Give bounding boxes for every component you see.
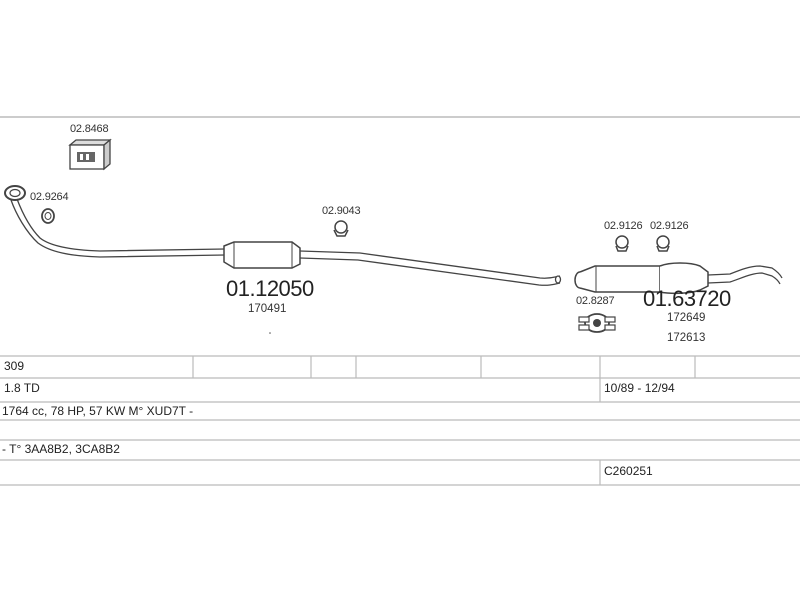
rear-silencer-ref-1: 172649 [667, 312, 706, 324]
middle-silencer-icon [223, 241, 301, 269]
info-table-grid [0, 355, 800, 486]
middle-silencer-ref: 170491 [248, 303, 287, 315]
middle-pipe [299, 250, 562, 286]
rear-hanger-left-code: 02.9126 [604, 220, 643, 232]
rear-hanger-right-icon [656, 235, 670, 252]
front-pipe [10, 198, 226, 258]
mid-hanger-code: 02.9043 [322, 205, 361, 217]
rear-silencer-code: 01.63720 [643, 286, 731, 311]
rear-hanger-right-code: 02.9126 [650, 220, 689, 232]
front-clamp-icon [41, 208, 55, 224]
rear-silencer-icon [574, 262, 709, 295]
front-flange-icon [4, 185, 26, 201]
rear-hanger-left-icon [615, 235, 629, 252]
catalog-code: C260251 [604, 464, 653, 478]
tail-pipe [707, 265, 783, 285]
vehicle-years: 10/89 - 12/94 [604, 381, 675, 395]
stray-dot [269, 332, 271, 334]
mid-hanger-icon [333, 220, 349, 237]
vehicle-specs: 1764 cc, 78 HP, 57 KW M° XUD7T - [2, 404, 194, 418]
rear-silencer-ref-2: 172613 [667, 332, 706, 344]
rear-clamp-code: 02.8287 [576, 295, 615, 307]
rear-clamp-icon [578, 313, 616, 333]
front-clamp-code: 02.9264 [30, 191, 69, 203]
middle-silencer-code: 01.12050 [226, 276, 314, 301]
kit-box-code: 02.8468 [70, 123, 109, 135]
vehicle-engine: 1.8 TD [4, 381, 40, 395]
mounting-kit-box-icon [68, 138, 112, 171]
vehicle-model: 309 [4, 359, 25, 373]
vehicle-type-codes: - T° 3AA8B2, 3CA8B2 [2, 442, 120, 456]
